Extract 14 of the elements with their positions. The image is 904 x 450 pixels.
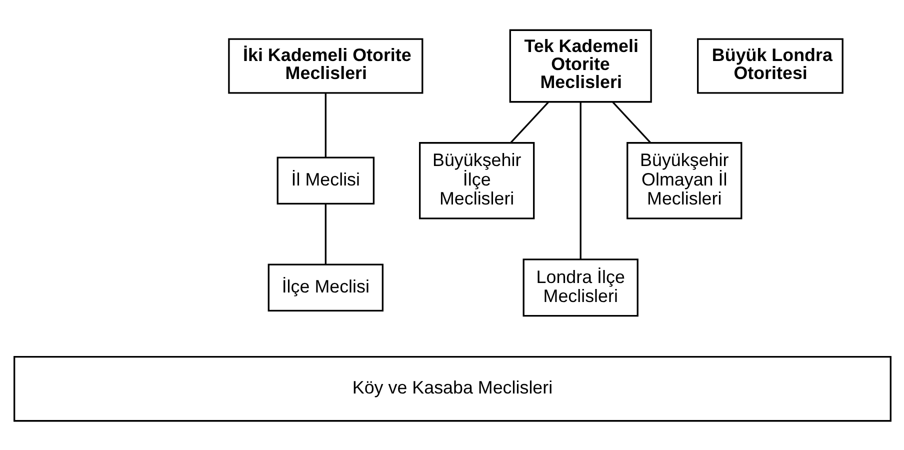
connector	[612, 101, 650, 143]
connector	[324, 92, 326, 157]
node-box: İlçe Meclisi	[267, 263, 383, 312]
node-box: Tek Kademeli Otorite Meclisleri	[508, 28, 652, 102]
connector	[324, 204, 326, 264]
node-box: İki Kademeli Otorite Meclisleri	[228, 38, 423, 94]
node-box: Büyükşehir Olmayan İl Meclisleri	[626, 142, 742, 219]
node-box: Köy ve Kasaba Meclisleri	[13, 355, 891, 422]
node-box: Büyükşehir İlçe Meclisleri	[418, 142, 534, 219]
connector	[510, 101, 548, 143]
node-box: Büyük Londra Otoritesi	[696, 38, 843, 94]
connector	[579, 102, 581, 259]
node-box: İl Meclisi	[276, 156, 374, 204]
node-box: Londra İlçe Meclisleri	[522, 258, 638, 316]
